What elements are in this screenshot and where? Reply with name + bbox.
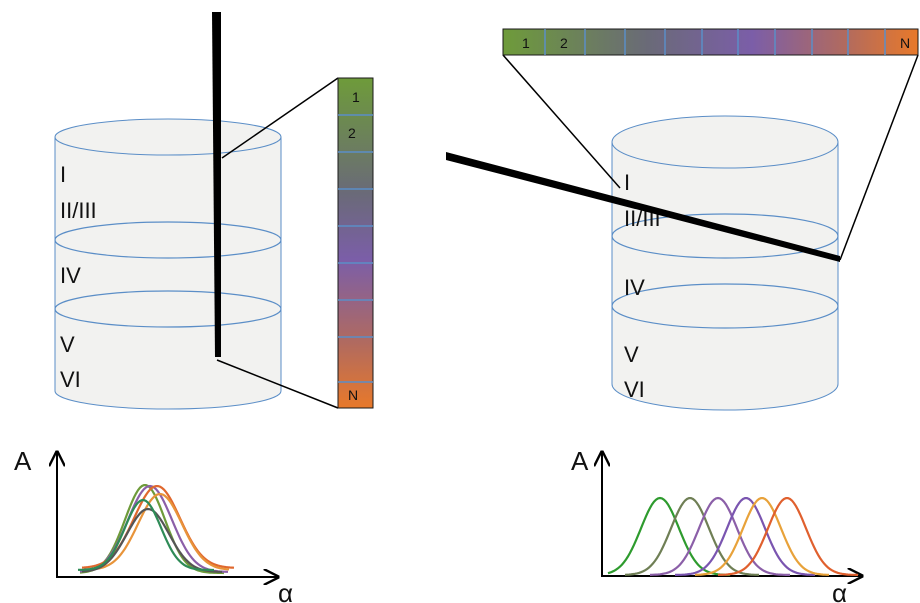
layer-label-1: I bbox=[60, 162, 66, 187]
right-contact-strip: 1 2 N bbox=[502, 28, 919, 56]
layer-label-4: IV bbox=[624, 275, 645, 300]
right-cylinder bbox=[611, 115, 839, 411]
layer-label-6: VI bbox=[624, 377, 645, 402]
left-contact-label-2: 2 bbox=[348, 125, 356, 141]
right-y-axis-label: A bbox=[571, 446, 589, 476]
left-x-axis-label: α bbox=[278, 578, 293, 603]
right-tuning-curve-3 bbox=[649, 496, 790, 576]
right-x-axis-label: α bbox=[832, 578, 847, 603]
left-contact-label-1: 1 bbox=[352, 89, 360, 105]
left-tuning-plot: A α bbox=[14, 446, 293, 603]
left-zoom-line-bottom bbox=[216, 359, 339, 409]
layer-label-6: VI bbox=[60, 367, 81, 392]
right-contact-label-1: 1 bbox=[522, 35, 530, 51]
right-probe bbox=[446, 152, 840, 262]
layer-label-4: IV bbox=[60, 263, 81, 288]
right-tuning-plot: A α bbox=[571, 446, 862, 603]
right-tuning-curve-2 bbox=[624, 497, 760, 576]
right-layer-labels: I II/III IV V VI bbox=[624, 170, 661, 402]
left-cylinder bbox=[54, 118, 282, 410]
layer-label-1: I bbox=[624, 170, 630, 195]
left-layer-labels: I II/III IV V VI bbox=[60, 162, 97, 392]
left-tuning-curve-4 bbox=[84, 493, 230, 571]
right-zoom-line-left bbox=[502, 54, 621, 189]
left-y-axis-label: A bbox=[14, 446, 32, 476]
right-tuning-curve-5 bbox=[695, 497, 829, 576]
layer-label-2-3: II/III bbox=[60, 198, 97, 223]
right-contact-label-2: 2 bbox=[560, 35, 568, 51]
right-tuning-curve-6 bbox=[717, 497, 858, 576]
layer-label-5: V bbox=[624, 342, 639, 367]
left-contact-label-n: N bbox=[348, 387, 358, 403]
right-tuning-curve-4 bbox=[675, 497, 816, 576]
left-curves bbox=[77, 484, 235, 575]
left-probe bbox=[212, 12, 221, 357]
right-contact-label-n: N bbox=[900, 35, 910, 51]
left-tuning-curve-6 bbox=[77, 499, 214, 572]
right-zoom-line-right bbox=[839, 54, 919, 261]
right-curves bbox=[607, 496, 858, 576]
left-contact-strip: 1 2 N bbox=[337, 77, 374, 409]
left-zoom-line-top bbox=[221, 77, 339, 159]
left-tuning-curve-3 bbox=[81, 485, 235, 569]
layer-label-5: V bbox=[60, 332, 75, 357]
